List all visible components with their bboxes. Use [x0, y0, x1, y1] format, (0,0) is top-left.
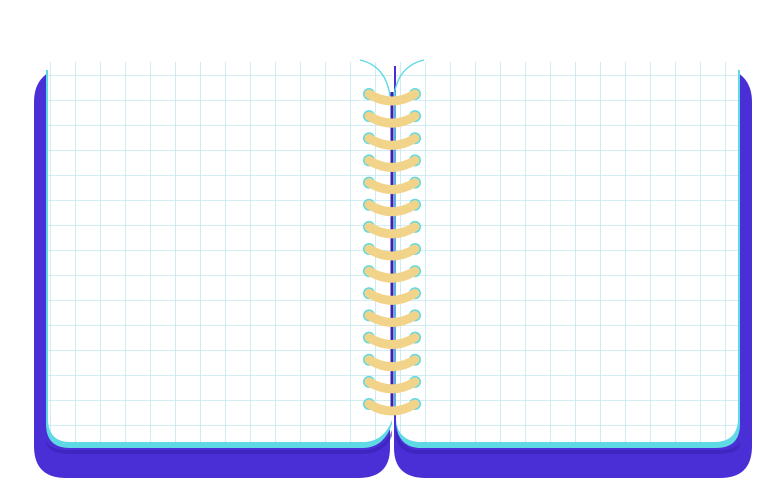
ring-wire	[364, 310, 420, 327]
ring-wire	[364, 266, 420, 283]
right-page-grid	[396, 62, 738, 442]
spiral-ring	[363, 287, 421, 305]
spiral-ring	[363, 375, 421, 394]
ring-wire	[364, 111, 420, 128]
ring-wire	[364, 355, 420, 372]
right-page-shadow	[396, 430, 740, 454]
ring-wire	[364, 222, 420, 239]
ring-wire	[364, 244, 420, 261]
spiral-ring	[363, 110, 421, 128]
spiral-ring	[363, 132, 421, 150]
spiral-ring	[363, 176, 421, 195]
spiral-ring	[363, 220, 421, 239]
left-page-curl	[359, 59, 391, 97]
ring-wire	[364, 377, 420, 394]
right-page	[396, 62, 740, 454]
spiral-ring	[363, 398, 421, 416]
spiral-binding	[363, 88, 421, 416]
spiral-ring	[363, 88, 421, 106]
ring-wire	[364, 399, 420, 416]
ring-wire	[364, 178, 420, 195]
page-curls	[359, 59, 425, 97]
spiral-ring	[363, 309, 421, 327]
spiral-ring	[363, 353, 421, 372]
left-page-shadow	[46, 430, 392, 454]
ring-wire	[364, 288, 420, 305]
spiral-ring	[363, 331, 421, 350]
spiral-ring	[363, 265, 421, 283]
ring-wire	[364, 155, 420, 172]
ring-wire	[364, 133, 420, 150]
left-page	[46, 62, 392, 454]
ring-wire	[364, 333, 420, 350]
spiral-ring	[363, 154, 421, 172]
ring-wire	[364, 89, 420, 106]
right-page-curl	[393, 59, 425, 97]
left-page-grid	[48, 62, 392, 442]
spiral-ring	[363, 198, 421, 217]
ring-wire	[364, 200, 420, 217]
spiral-ring	[363, 243, 421, 261]
